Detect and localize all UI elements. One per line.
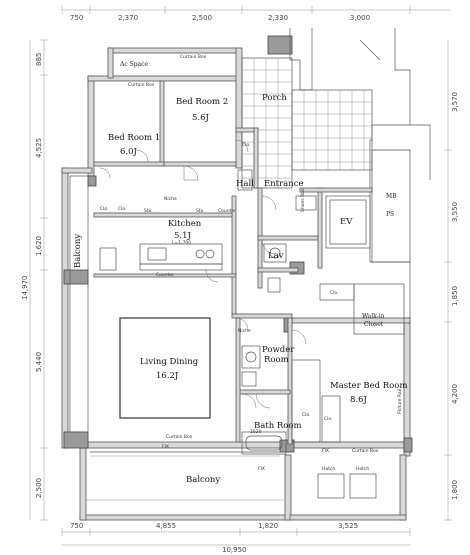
label-counter-2: Counter: [156, 272, 174, 278]
label-clo-5: Clo.: [302, 412, 311, 418]
room-size-bedroom-2: 5.6J: [192, 113, 210, 123]
label-clo-6: Clo.: [324, 416, 333, 422]
living-area-rug: [119, 317, 211, 419]
label-clo-2: Clo.: [100, 206, 109, 212]
room-label-kitchen: Kitchen: [168, 219, 202, 229]
dimension-lines: [29, 6, 452, 546]
dim-top-3: 2,500: [192, 14, 212, 22]
kitchen-counter: [139, 243, 223, 271]
label-sto-1: Sto.: [144, 208, 153, 214]
label-sto-2: Sto.: [196, 208, 205, 214]
dim-right-4: 4,200: [451, 384, 459, 404]
room-label-living-dining: Living Dining: [140, 357, 199, 367]
label-fix-2: FIX: [258, 466, 265, 472]
dim-right-1: 3,570: [451, 92, 459, 112]
label-shoes-box: Shoes Box: [300, 188, 306, 212]
room-label-bath-room: Bath Room: [254, 421, 302, 431]
room-label-walkin: Walk-in: [362, 313, 385, 320]
porch-tiles: [241, 57, 373, 189]
label-hatch-1: Hatch: [322, 466, 335, 472]
room-label-bedroom-1: Bed Room 1: [108, 133, 160, 143]
label-niche-2: Niche: [238, 328, 251, 334]
dim-right-5: 1,800: [451, 480, 459, 500]
dim-top-4: 2,330: [268, 14, 288, 22]
label-clo-3: Clo.: [118, 206, 127, 212]
room-label-lav: Lav: [268, 251, 284, 261]
label-clo-1: Clo.: [242, 142, 251, 148]
room-label-powder-room: Room: [264, 355, 289, 365]
room-size-kitchen: 5.1J: [174, 231, 192, 241]
bathtub: [241, 431, 287, 455]
dim-right-2: 3,550: [451, 202, 459, 222]
label-counter-1: Counter: [218, 208, 236, 214]
fixtures: [99, 169, 317, 387]
dim-top-1: 750: [70, 14, 83, 22]
adjacent-building: [289, 28, 431, 318]
room-label-ev: EV: [340, 217, 353, 227]
room-label-balcony-side: Balcony: [73, 234, 83, 268]
room-label-ac-space: Ac Space: [119, 61, 148, 68]
room-size-bedroom-1: 6.0J: [120, 147, 138, 157]
room-label-ps: PS: [386, 211, 394, 218]
dim-left-2: 4,525: [35, 138, 43, 158]
master-closet: [291, 283, 405, 443]
dim-left-5: 2,500: [35, 478, 43, 498]
room-label-closet: Closet: [364, 321, 384, 328]
label-curtain-box-1: Curtain Box: [180, 54, 207, 60]
dim-left-1: 885: [35, 53, 43, 66]
door-swings: [99, 139, 307, 409]
label-fix-1: FIX: [162, 444, 169, 450]
dim-top-2: 2,370: [118, 14, 138, 22]
room-size-master-bedroom: 8.6J: [350, 395, 368, 405]
dim-left-total: 14,970: [21, 276, 29, 301]
side-balcony-outline: [69, 175, 89, 433]
dim-right-3: 1,850: [451, 286, 459, 306]
room-label-bedroom-2: Bed Room 2: [176, 97, 228, 107]
dim-left-3: 1,620: [35, 236, 43, 256]
room-label-master-bedroom: Master Bed Room: [330, 381, 407, 391]
label-niche-1: Niche: [164, 196, 177, 202]
dim-bottom-2: 4,855: [156, 522, 176, 530]
dim-left-4: 5,440: [35, 352, 43, 372]
room-label-hall: Hall: [236, 179, 254, 189]
dim-bottom-1: 750: [70, 522, 83, 530]
room-label-balcony: Balcony: [186, 475, 220, 485]
label-curtain-box-2: Curtain Box: [128, 82, 155, 88]
room-label-entrance: Entrance: [264, 179, 304, 189]
room-size-living-dining: 16.2J: [156, 371, 179, 381]
label-fix-3: FIX: [322, 448, 329, 454]
room-label-mb: MB: [386, 193, 397, 200]
elevator: [325, 149, 411, 263]
room-label-porch: Porch: [262, 93, 287, 103]
dim-top-5: 3,000: [350, 14, 370, 22]
label-curtain-box-4: Curtain Box: [352, 448, 379, 454]
label-curtain-box-3: Curtain Box: [166, 434, 193, 440]
balcony-details: [86, 451, 377, 501]
room-label-powder: Powder: [262, 345, 295, 355]
dim-bottom-3: 1,820: [258, 522, 278, 530]
label-hatch-2: Hatch: [356, 466, 369, 472]
dim-bottom-total: 10,950: [222, 546, 247, 554]
label-l-size: L=1,700: [172, 240, 191, 246]
exterior-walls: [61, 47, 411, 521]
interior-walls: [93, 80, 373, 445]
label-picture-rail: Picture Rail: [397, 389, 403, 414]
dim-bottom-4: 3,525: [338, 522, 358, 530]
label-clo-4: Clo.: [330, 290, 339, 296]
label-size-1620: 1620: [250, 429, 262, 435]
